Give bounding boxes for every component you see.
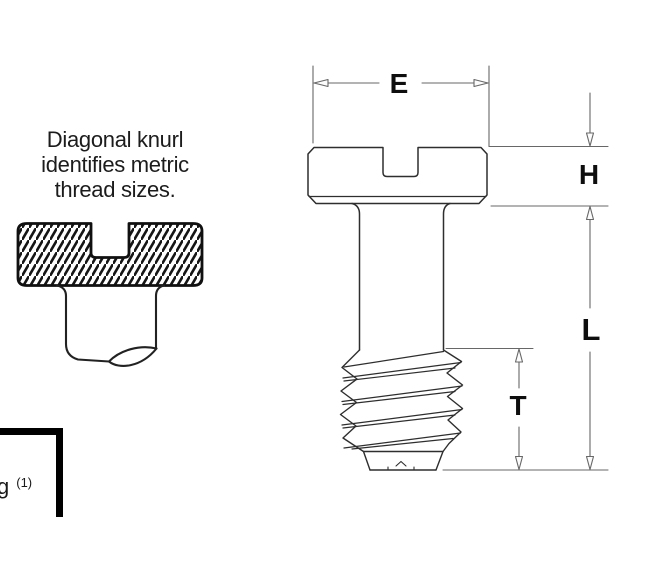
knurl-shank (55, 284, 166, 367)
knurl-head-drawing (16, 222, 204, 287)
h-arrow-down (585, 132, 595, 147)
caption-line-2: identifies metric (41, 152, 189, 177)
dim-label-t: T (509, 390, 527, 421)
screw-shank (351, 202, 451, 351)
dimension-h (488, 92, 609, 309)
footnote-marker: (1) (16, 475, 33, 490)
table-header-partial-text: g (0, 474, 10, 499)
table-corner-fragment (0, 428, 63, 517)
t-arrow-up (514, 348, 524, 363)
screw-tip (362, 450, 444, 471)
break-line-lens (107, 346, 158, 367)
caption-line-1: Diagonal knurl (46, 127, 184, 152)
dim-label-e: E (389, 68, 409, 99)
table-border-right (56, 428, 63, 517)
dimension-e (312, 65, 490, 148)
dim-label-h: H (578, 159, 600, 190)
e-arrow-right (473, 78, 489, 88)
table-header-fragment: g (1) (0, 474, 32, 500)
h-arrow-up (585, 205, 595, 221)
knurl-caption: Diagonal knurl identifies metric thread … (13, 127, 217, 202)
dimension-l (442, 351, 609, 471)
knurl-head-outline (16, 222, 204, 287)
h-extension-lines (488, 145, 609, 207)
dimension-t (445, 347, 534, 471)
t-arrow-down (514, 455, 524, 471)
e-arrow-left (313, 78, 329, 88)
table-border-top (0, 428, 63, 435)
screw-head (307, 146, 488, 205)
caption-line-3: thread sizes. (54, 177, 176, 202)
screw-thread (339, 349, 464, 471)
tip-center-mark (387, 460, 415, 471)
e-extension-lines (312, 65, 490, 148)
dim-label-l: L (581, 312, 601, 347)
l-arrow-down (585, 455, 595, 471)
